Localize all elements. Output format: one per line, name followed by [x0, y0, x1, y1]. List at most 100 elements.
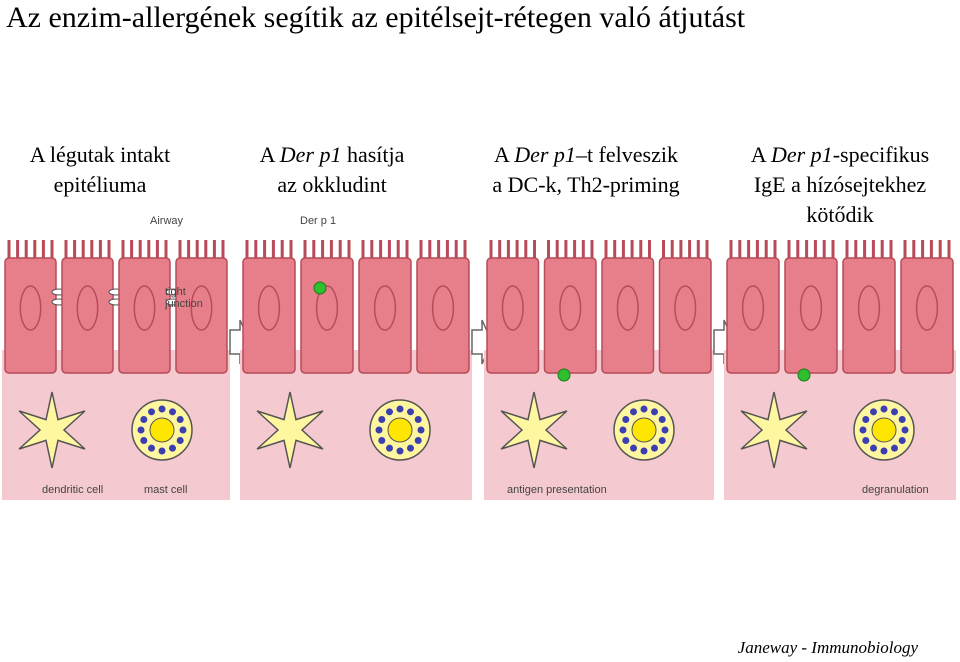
epithelial-cell — [601, 257, 655, 374]
caption-panel-2: A Der p1 hasítja az okkludint — [232, 140, 432, 200]
source-credit: Janeway - Immunobiology — [737, 638, 918, 657]
caption-line: IgE a hízósejtekhez — [753, 172, 927, 197]
der-p1-particle — [557, 368, 571, 382]
mast-cell-granule — [140, 416, 148, 423]
mast-cell-granule — [619, 426, 627, 434]
caption-italic: Der p1 — [770, 142, 833, 167]
epithelial-cell — [900, 257, 954, 374]
mast-cell-granule — [407, 408, 414, 416]
epithelial-cell — [416, 257, 470, 374]
mast-cell-granule — [651, 444, 658, 452]
caption-text: -specifikus — [832, 142, 930, 167]
mast-cell-granule — [622, 437, 630, 444]
epithelial-cell — [4, 257, 57, 374]
mast-cell-granule — [901, 426, 909, 434]
cell-nucleus — [857, 285, 881, 331]
mast-cell-granule — [891, 444, 898, 452]
mast-cell-granule — [396, 405, 404, 413]
mast-cell-granule — [179, 426, 187, 434]
mast-cell-granule — [386, 408, 393, 416]
tight-junction-line: tight — [165, 286, 186, 298]
mast-cell-granule — [414, 416, 422, 423]
cell-nucleus — [741, 285, 765, 331]
dendritic-cell — [18, 391, 86, 469]
mast-cell-granule — [862, 416, 870, 423]
airway-label: Airway — [150, 215, 184, 227]
epithelial-cell — [726, 257, 780, 374]
mast-cell-granule — [898, 437, 906, 444]
epithelial-cell — [175, 257, 228, 374]
cell-nucleus — [559, 285, 582, 331]
der-p1-particle — [797, 368, 811, 382]
mast-cell-granule — [622, 416, 630, 423]
mast-cell-granule — [396, 447, 404, 455]
mast-cell-granule — [378, 416, 386, 423]
mast-cell-granule — [137, 426, 145, 434]
caption-text: –t felveszik — [575, 142, 678, 167]
caption-text: A — [259, 142, 280, 167]
epithelial-cell — [61, 257, 114, 374]
mast-cell-granule — [640, 405, 648, 413]
panel-4 — [724, 240, 956, 500]
degranulation-label: degranulation — [862, 484, 929, 496]
mast-cell-granule — [158, 405, 166, 413]
epithelial-cell — [358, 257, 412, 374]
slide-title: Az enzim-allergének segítik az epitélsej… — [6, 1, 746, 34]
caption-text: hasítja — [341, 142, 405, 167]
epithelial-cell — [842, 257, 896, 374]
mast-cell-granule — [870, 444, 877, 452]
mast-cell-granule — [891, 408, 898, 416]
dendritic-cell — [256, 391, 324, 469]
caption-line: kötődik — [806, 202, 874, 227]
mast-cell-granule — [630, 444, 637, 452]
mast-cell-granule — [386, 444, 393, 452]
caption-line: A légutak intakt — [29, 142, 171, 167]
caption-line: az okkludint — [277, 172, 387, 197]
mast-cell-granule — [148, 408, 155, 416]
caption-text: A — [494, 142, 515, 167]
mast-cell-nucleus — [387, 417, 413, 443]
tight-junction-label: tight junction — [165, 286, 203, 310]
epithelial-cell — [118, 257, 171, 374]
mast-cell-granule — [158, 447, 166, 455]
mast-cell-granule — [880, 447, 888, 455]
panel-2 — [240, 240, 493, 500]
caption-text: A — [750, 142, 771, 167]
cell-nucleus — [257, 285, 281, 331]
epithelial-cell — [486, 257, 540, 374]
mast-cell-granule — [630, 408, 637, 416]
mast-cell-granule — [661, 426, 669, 434]
cell-nucleus — [501, 285, 524, 331]
mast-cell-granule — [880, 405, 888, 413]
mast-cell-granule — [658, 437, 666, 444]
cell-nucleus — [315, 285, 339, 331]
der-p1-label: Der p 1 — [300, 215, 337, 227]
caption-panel-1: A légutak intakt epitéliuma — [0, 140, 200, 200]
epithelial-cell — [784, 257, 838, 374]
mast-cell-nucleus — [871, 417, 897, 443]
caption-italic: Der p1 — [514, 142, 576, 167]
cell-nucleus — [431, 285, 455, 331]
mast-cell-granule — [176, 416, 184, 423]
mast-cell-granule — [169, 408, 176, 416]
mast-cell-granule — [414, 437, 422, 444]
dendritic-cell-label: dendritic cell — [42, 484, 104, 496]
caption-panel-3: A Der p1–t felveszik a DC-k, Th2-priming — [466, 140, 706, 200]
cell-nucleus — [133, 285, 156, 331]
mast-cell-granule — [417, 426, 425, 434]
der-p1-particle — [313, 281, 327, 295]
mast-cell-granule — [859, 426, 867, 434]
epithelial-cell — [658, 257, 712, 374]
cell-nucleus — [373, 285, 397, 331]
mast-cell-granule — [407, 444, 414, 452]
caption-line: a DC-k, Th2-priming — [492, 172, 680, 197]
mast-cell-nucleus — [149, 417, 175, 443]
mast-cell-granule — [169, 444, 176, 452]
epithelial-cell — [300, 257, 354, 374]
dendritic-cell — [740, 391, 808, 469]
epithelial-cell — [242, 257, 296, 374]
mast-cell-granule — [898, 416, 906, 423]
caption-italic: Der p1 — [279, 142, 342, 167]
caption-panel-4: A Der p1-specifikus IgE a hízósejtekhez … — [720, 140, 960, 230]
panel-3 — [484, 240, 735, 500]
